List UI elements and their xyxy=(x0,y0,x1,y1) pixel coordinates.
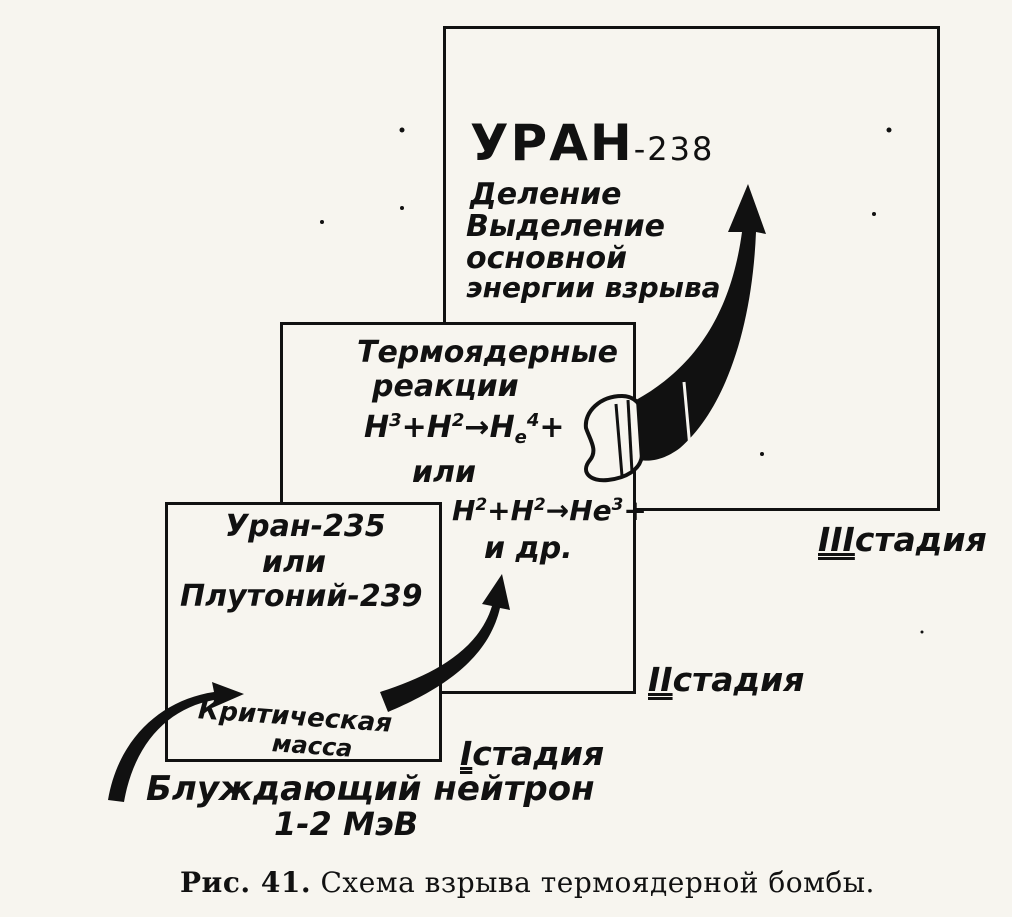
stage3-line-2: Выделение xyxy=(466,209,665,244)
figure-caption: Рис. 41. Схема взрыва термоядерной бомбы… xyxy=(180,866,875,899)
neutron-line-1: Блуждающий нейтрон xyxy=(146,769,595,809)
stage2-label: IIстадия xyxy=(648,660,804,699)
stage2-or: или xyxy=(412,455,477,490)
stage3-label: IIIстадия xyxy=(818,520,987,559)
stage1-line-1: Уран-235 xyxy=(225,509,386,544)
stage3-label-num: III xyxy=(818,520,855,559)
r2-b-sup: 2 xyxy=(534,494,546,514)
speck-5 xyxy=(320,220,324,224)
stage1-line-2: или xyxy=(262,545,327,580)
stage3-label-text: стадия xyxy=(854,520,987,559)
r2-b: H xyxy=(510,494,535,528)
r1-c-sup: 4 xyxy=(526,410,540,431)
stage3-line-1: Деление xyxy=(470,177,622,212)
neutron-line-2: 1-2 МэВ xyxy=(274,805,419,843)
r1-b-sup: 2 xyxy=(451,410,465,431)
stage2-line-2: реакции xyxy=(372,369,519,404)
stage2-line-1: Термоядерные xyxy=(357,335,618,370)
stage1-mass-2: масса xyxy=(271,729,354,763)
r1-a-sup: 3 xyxy=(389,410,402,431)
stage3-title: УРАН-238 xyxy=(470,118,714,168)
speck-1 xyxy=(399,127,405,133)
r2-c-sup: 3 xyxy=(611,494,624,514)
r1-a: H xyxy=(364,409,390,445)
caption-text: Схема взрыва термоядерной бомбы. xyxy=(320,866,875,899)
stage2-etc: и др. xyxy=(484,531,573,566)
speck-6 xyxy=(920,630,924,634)
stage2-label-text: стадия xyxy=(672,660,805,699)
stage3-line-3: основной xyxy=(466,241,628,276)
r2-a: H xyxy=(452,494,476,528)
stage2-reaction-1: H3+H2→He4+ xyxy=(364,409,565,449)
stage2-reaction-2: H2+H2→He3+ xyxy=(452,494,647,528)
stage1-label-num: I xyxy=(460,734,473,773)
r2-a-sup: 2 xyxy=(475,494,488,514)
r2-c: He xyxy=(569,494,612,528)
stage1-label-text: стадия xyxy=(472,734,605,773)
caption-prefix: Рис. 41. xyxy=(180,866,312,899)
stage3-line-4: энергии взрыва xyxy=(466,271,721,304)
r1-c: H xyxy=(489,409,515,445)
r1-b: H xyxy=(426,409,452,445)
stage1-line-3: Плутоний-239 xyxy=(180,579,423,614)
stage1-label: Iстадия xyxy=(460,734,604,773)
stage3-box xyxy=(443,26,940,511)
r1-c-sub: e xyxy=(514,427,527,449)
stage2-label-num: II xyxy=(648,660,673,699)
speck-2 xyxy=(400,206,404,210)
stage3-title-suffix: -238 xyxy=(633,130,715,168)
stage3-title-main: УРАН xyxy=(470,114,634,172)
